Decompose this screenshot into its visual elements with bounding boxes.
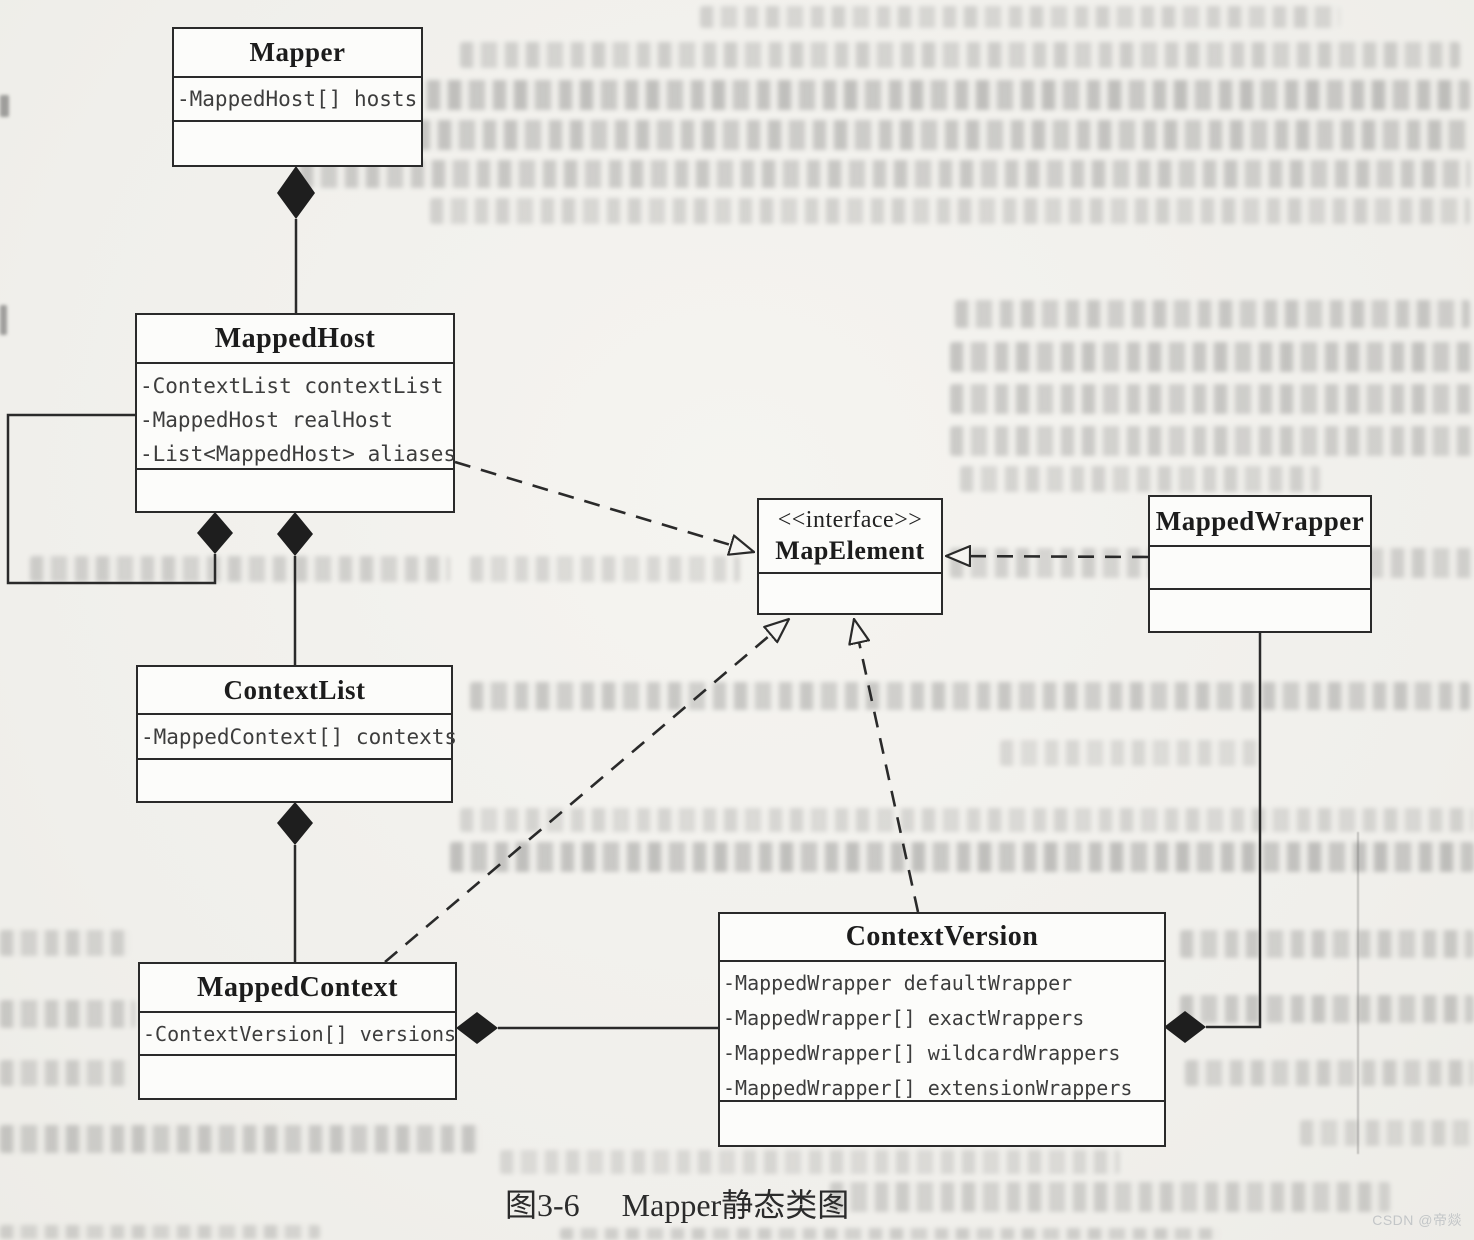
class-attribute: -MappedWrapper[] exactWrappers [723, 1006, 1085, 1030]
class-attributes: -MappedContext[] contexts [138, 715, 458, 760]
bleed-row [450, 842, 1474, 872]
class-operations-empty [720, 1102, 1164, 1145]
class-operations-empty [1150, 590, 1370, 631]
class-title: Mapper [174, 29, 421, 78]
class-attributes-empty [1150, 547, 1370, 590]
line-mappedhost-self-loop [6, 413, 217, 585]
bleed-row [960, 466, 1320, 492]
class-box-contextversion: ContextVersion -MappedWrapper defaultWra… [718, 912, 1166, 1147]
page-fold-line [1357, 832, 1359, 1154]
class-box-mappedcontext: MappedContext -ContextVersion[] versions [138, 962, 457, 1100]
bleed-row [950, 426, 1474, 456]
bleed-row [0, 1060, 130, 1086]
class-attribute: -List<MappedHost> aliases [140, 442, 457, 466]
bleed-row [470, 556, 740, 582]
class-attribute: -MappedWrapper[] extensionWrappers [723, 1076, 1133, 1100]
class-box-contextlist: ContextList -MappedContext[] contexts [136, 665, 458, 803]
class-attribute: -MappedHost[] hosts [177, 87, 418, 111]
bleed-row [470, 682, 1470, 710]
bleed-row [250, 80, 1470, 110]
bleed-row [0, 930, 130, 956]
class-attribute: -ContextList contextList [140, 374, 444, 398]
class-title: ContextVersion [720, 914, 1164, 962]
class-attributes: -ContextList contextList -MappedHost rea… [137, 364, 457, 470]
bleed-row [560, 1228, 1220, 1240]
figure-number: 图3-6 [505, 1187, 580, 1223]
class-operations-empty [759, 574, 941, 613]
bleed-row [950, 342, 1474, 372]
composition-diamond-mapper [277, 166, 315, 219]
bleed-row [700, 6, 1340, 28]
class-box-mappedhost: MappedHost -ContextList contextList -Map… [135, 313, 457, 513]
bleed-row [1300, 1120, 1474, 1146]
bleed-row [830, 1182, 1390, 1212]
interface-box-mapelement: <<interface>> MapElement [757, 498, 943, 615]
class-operations-empty [138, 760, 451, 801]
class-box-mappedwrapper: MappedWrapper [1148, 495, 1372, 633]
realization-mappedcontext-mapelement [384, 619, 789, 963]
composition-diamond-mappedcontext-contextversion [456, 1012, 498, 1044]
bleed-row [430, 198, 1470, 224]
class-attributes: -MappedHost[] hosts [174, 78, 421, 122]
bleed-row [30, 556, 450, 582]
scan-speck [0, 305, 7, 335]
interface-stereotype: <<interface>> [777, 507, 923, 533]
bleed-row [240, 120, 1470, 150]
composition-diamond-contextversion-mappedwrapper [1164, 1011, 1206, 1043]
composition-diamond-mappedhost-contextlist [277, 512, 313, 556]
line-contextversion-mappedwrapper [1206, 633, 1262, 1029]
bleed-row [460, 42, 1460, 68]
class-operations-empty [137, 470, 453, 511]
class-title: MappedWrapper [1150, 497, 1370, 547]
class-title: ContextList [138, 667, 451, 715]
class-operations-empty [140, 1056, 455, 1098]
figure-caption: 图3-6 Mapper静态类图 [505, 1180, 849, 1226]
bleed-row [1180, 930, 1474, 958]
class-title: MappedHost [137, 315, 453, 364]
interface-header: <<interface>> MapElement [759, 500, 941, 574]
bleed-row [1180, 995, 1474, 1023]
bleed-row [0, 1125, 480, 1153]
csdn-watermark: CSDN @帝燚 [1372, 1212, 1462, 1228]
realization-mappedwrapper-mapelement [946, 556, 1149, 557]
class-title: MappedContext [140, 964, 455, 1013]
composition-diamond-mappedhost-self [197, 512, 233, 554]
figure-title: Mapper静态类图 [621, 1187, 850, 1223]
class-attribute: -MappedWrapper[] wildcardWrappers [723, 1041, 1121, 1065]
class-attribute: -ContextVersion[] versions [143, 1022, 457, 1046]
realization-contextversion-mapelement [854, 619, 920, 913]
bleed-row [1000, 740, 1260, 766]
bleed-row [300, 160, 1470, 188]
scan-speck [0, 95, 9, 117]
class-attribute: -MappedHost realHost [140, 408, 393, 432]
bleed-row [950, 384, 1474, 414]
bleed-row [500, 1150, 1120, 1174]
class-attributes: -MappedWrapper defaultWrapper -MappedWra… [720, 962, 1164, 1102]
bleed-row [1185, 1060, 1474, 1086]
class-attributes: -ContextVersion[] versions [140, 1013, 457, 1056]
class-title: MapElement [775, 535, 925, 565]
bleed-row [0, 1225, 320, 1239]
realization-mappedhost-mapelement [454, 460, 754, 552]
class-operations-empty [174, 122, 421, 165]
composition-diamond-contextlist-mappedcontext [277, 802, 313, 845]
class-attribute: -MappedContext[] contexts [141, 725, 458, 749]
bleed-row [0, 1000, 135, 1028]
class-box-mapper: Mapper -MappedHost[] hosts [172, 27, 423, 167]
bleed-row [955, 300, 1470, 328]
bleed-row [460, 808, 1474, 832]
class-attribute: -MappedWrapper defaultWrapper [723, 971, 1073, 995]
